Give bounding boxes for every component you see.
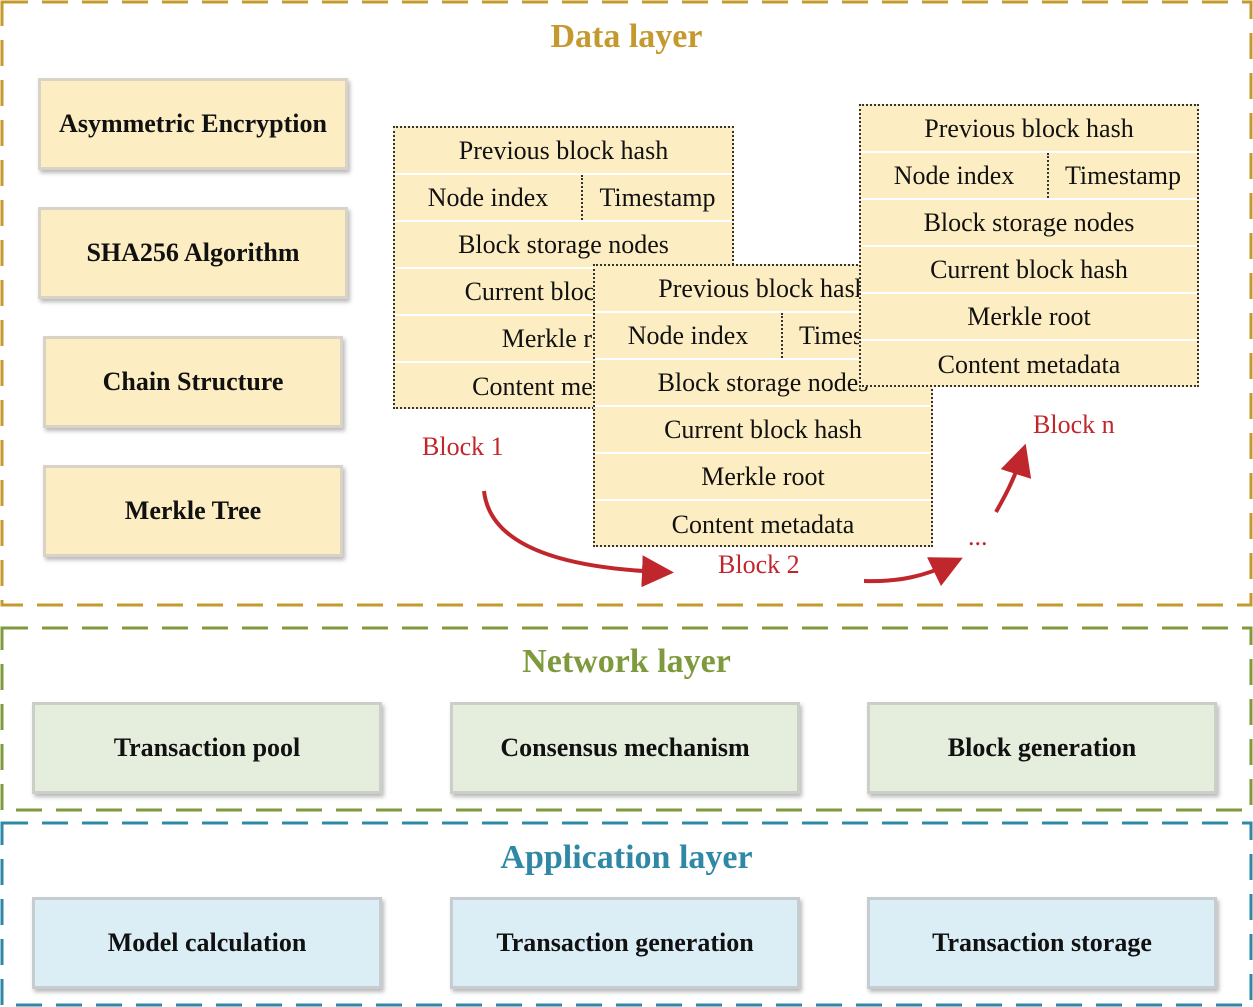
block-n-label: Block n bbox=[1033, 410, 1115, 439]
merkle-root-row: Merkle root bbox=[595, 454, 931, 501]
application-layer-title: Application layer bbox=[500, 839, 753, 876]
timestamp-cell: Timestamp bbox=[599, 182, 716, 212]
node-index-cell: Node index bbox=[861, 153, 1049, 198]
sha256-algorithm-box: SHA256 Algorithm bbox=[38, 207, 348, 299]
index-timestamp-row: Node index Timestamp bbox=[395, 175, 732, 222]
index-timestamp-row: Node index Timestamp bbox=[861, 153, 1197, 200]
model-calculation-box: Model calculation bbox=[32, 897, 382, 989]
timestamp-cell: Timestamp bbox=[1064, 160, 1182, 190]
node-index-cell: Node index bbox=[595, 313, 783, 358]
arrow-block2-to-ellipsis bbox=[863, 557, 963, 587]
previous-hash-row: Previous block hash bbox=[595, 266, 931, 313]
asymmetric-encryption-box: Asymmetric Encryption bbox=[38, 78, 348, 170]
transaction-generation-box: Transaction generation bbox=[450, 897, 800, 989]
node-index-cell: Node index bbox=[395, 175, 583, 220]
merkle-tree-box: Merkle Tree bbox=[43, 465, 343, 557]
transaction-pool-box: Transaction pool bbox=[32, 702, 382, 794]
merkle-root-row: Merkle root bbox=[861, 294, 1197, 341]
block-2-label: Block 2 bbox=[718, 550, 800, 579]
transaction-storage-box: Transaction storage bbox=[867, 897, 1217, 989]
current-hash-row: Current block hash bbox=[595, 407, 931, 454]
block-generation-box: Block generation bbox=[867, 702, 1217, 794]
metadata-row: Content metadata bbox=[937, 349, 1121, 379]
storage-nodes-row: Block storage nodes bbox=[595, 360, 931, 407]
network-layer-title: Network layer bbox=[522, 643, 731, 680]
data-layer-title: Data layer bbox=[550, 18, 703, 55]
block-2: Previous block hash Node index Timestamp… bbox=[593, 264, 933, 547]
chain-structure-box: Chain Structure bbox=[43, 336, 343, 428]
block-n: Previous block hash Node index Timestamp… bbox=[859, 104, 1199, 387]
storage-nodes-row: Block storage nodes bbox=[395, 222, 732, 269]
consensus-mechanism-box: Consensus mechanism bbox=[450, 702, 800, 794]
block-1-label: Block 1 bbox=[422, 432, 504, 461]
metadata-row: Content metadata bbox=[671, 509, 855, 539]
ellipsis-label: ... bbox=[968, 522, 988, 551]
previous-hash-row: Previous block hash bbox=[395, 128, 732, 175]
current-hash-row: Current block hash bbox=[861, 247, 1197, 294]
arrow-ellipsis-to-blockn bbox=[994, 443, 1032, 513]
previous-hash-row: Previous block hash bbox=[861, 106, 1197, 153]
storage-nodes-row: Block storage nodes bbox=[861, 200, 1197, 247]
arrow-block1-to-block2 bbox=[482, 490, 674, 588]
